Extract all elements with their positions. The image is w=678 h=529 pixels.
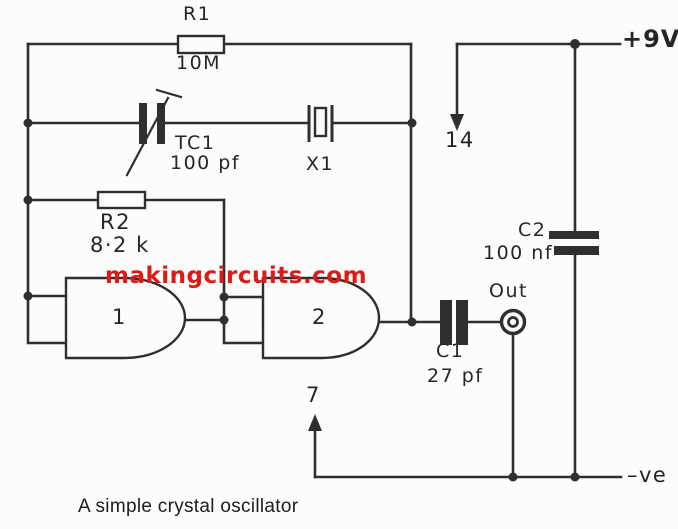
negative-rail-label: –ve: [627, 463, 668, 487]
resistor-r2-body: [96, 190, 147, 210]
tc1-ref-label: TC1: [175, 132, 216, 154]
watermark-text: makingcircuits.com: [105, 263, 368, 289]
tc1-trimmer-arrow: [125, 96, 170, 177]
junction-dot: [570, 472, 580, 482]
junction-dot: [23, 118, 33, 128]
pin7-arrowhead-icon: [308, 414, 322, 431]
tc1-value-label: 100 pf: [170, 152, 241, 174]
c1-value-label: 27 pf: [427, 365, 484, 387]
junction-dot: [23, 195, 33, 205]
r1-ref-label: R1: [183, 3, 212, 25]
junction-dot: [23, 291, 33, 301]
junction-dot: [219, 315, 229, 325]
tc1-plate-left: [139, 103, 147, 144]
c1-ref-label: C1: [436, 340, 465, 362]
junction-dot: [407, 118, 417, 128]
junction-dot: [508, 472, 518, 482]
gate1-label: 1: [112, 305, 127, 329]
resistor-r1-body: [176, 34, 226, 55]
pin7-label: 7: [306, 383, 321, 407]
gate1-body: [64, 276, 187, 360]
junction-dot: [570, 39, 580, 49]
out-terminal-inner: [507, 316, 519, 328]
x1-crystal-body: [313, 106, 328, 138]
tc1-trimmer-arrow-cap: [155, 88, 183, 99]
r2-value-label: 8·2 k: [90, 233, 150, 257]
out-label: Out: [489, 280, 528, 302]
left-rail-wire: [26, 42, 68, 345]
gate2-body: [261, 276, 381, 360]
tc1-plate-right: [157, 103, 165, 144]
c2-plate-top: [549, 231, 599, 239]
c2-plate-bottom: [554, 246, 599, 255]
c2-ref-label: C2: [518, 219, 547, 241]
x1-ref-label: X1: [306, 153, 335, 175]
gate2-input-rail-wire: [222, 198, 265, 345]
r2-ref-label: R2: [100, 210, 131, 234]
positive-rail-label: +9V: [622, 25, 678, 53]
junction-dot: [407, 317, 417, 327]
pin14-arrowhead-icon: [450, 114, 464, 131]
c2-value-label: 100 nf: [483, 242, 554, 264]
r1-value-label: 10M: [176, 52, 222, 74]
pin14-label: 14: [445, 128, 475, 152]
c1-plate-right: [456, 300, 468, 345]
junction-dot: [219, 292, 229, 302]
gate2-label: 2: [312, 305, 327, 329]
c1-plate-left: [440, 300, 452, 345]
figure-caption: A simple crystal oscillator: [78, 496, 299, 517]
